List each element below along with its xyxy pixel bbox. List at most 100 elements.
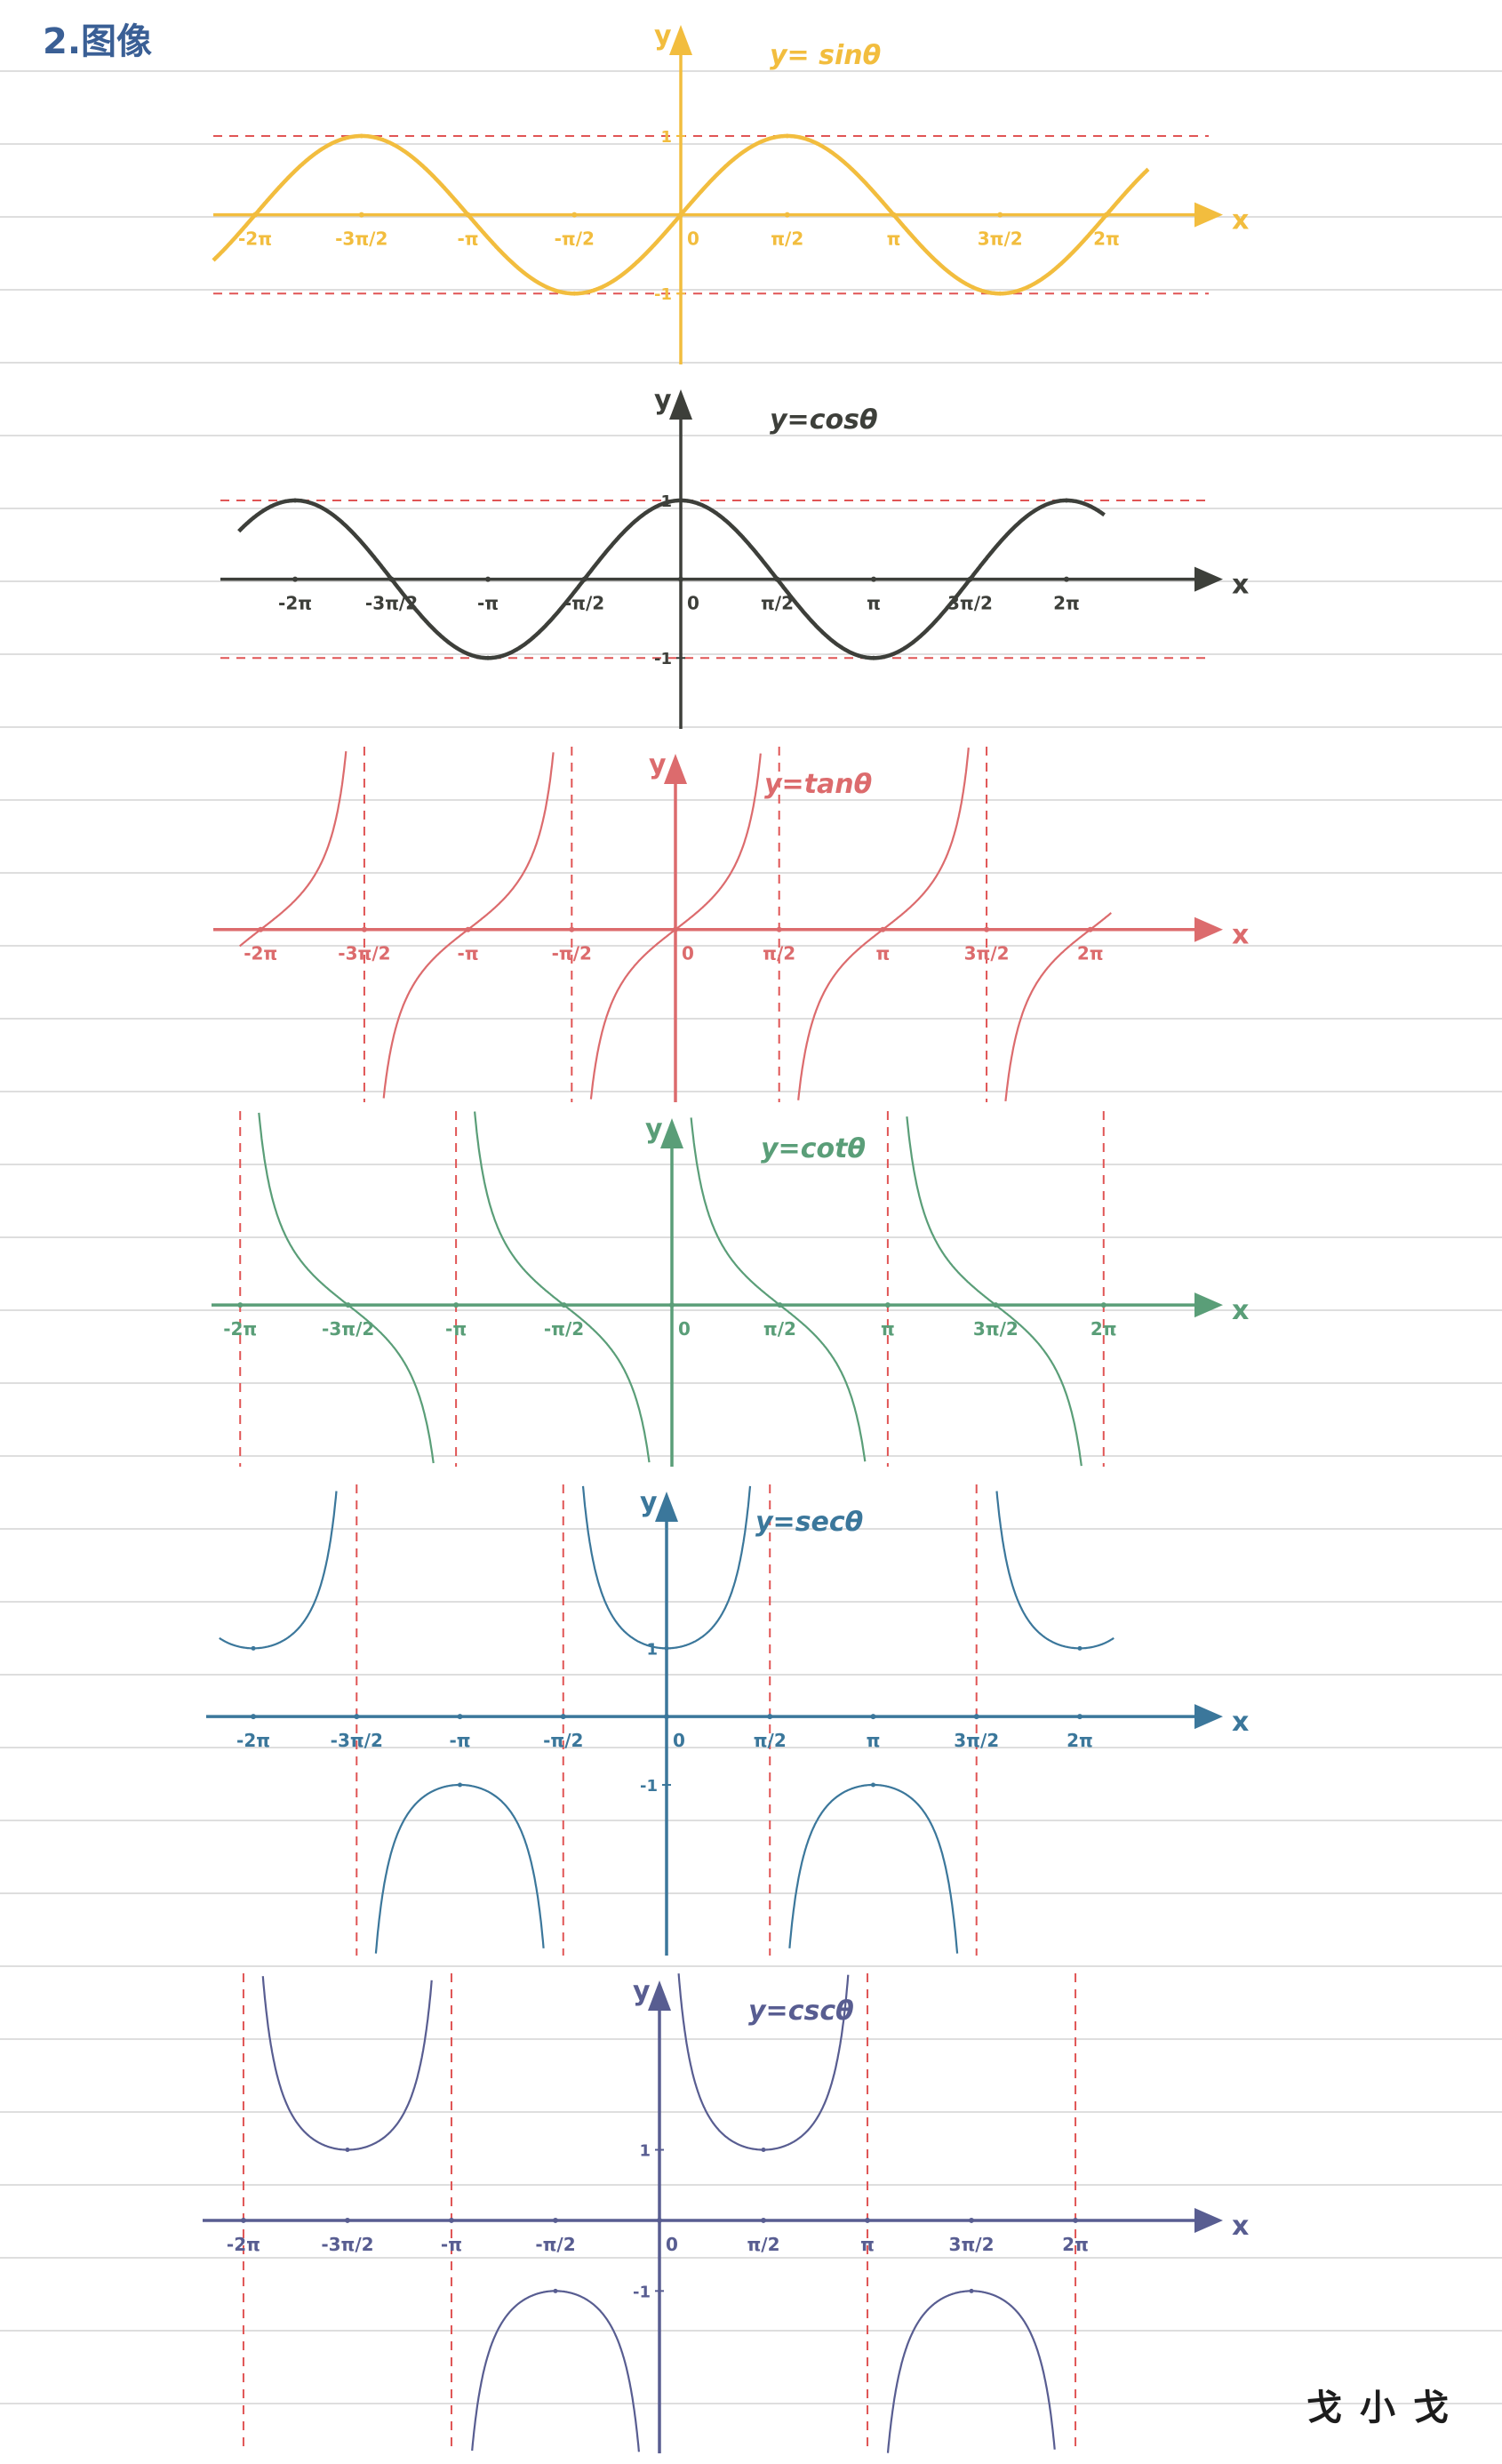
- x-tick-label: -π/2: [535, 2234, 575, 2255]
- tick-mark: [560, 1714, 566, 1720]
- x-tick-label: -2π: [278, 593, 312, 614]
- tick-mark: [678, 576, 683, 582]
- x-tick-label: 3π/2: [949, 2234, 995, 2255]
- tick-mark: [973, 1714, 979, 1720]
- x-tick-label: -π/2: [543, 1730, 583, 1751]
- tick-mark: [453, 1302, 459, 1308]
- x-tick-label: π/2: [754, 1730, 787, 1751]
- tick-mark: [571, 212, 578, 218]
- y-axis-arrow: [648, 1980, 671, 2011]
- x-axis-arrow: [1194, 1292, 1223, 1318]
- y-tick-label: -1: [654, 650, 672, 668]
- data-point: [485, 655, 491, 660]
- curve-branch: [886, 2290, 1056, 2453]
- x-tick-label: π: [867, 1730, 881, 1751]
- x-tick-label: 2π: [1053, 593, 1080, 614]
- data-point: [251, 1645, 256, 1651]
- curve-branch: [1004, 912, 1112, 1102]
- tick-mark: [870, 576, 876, 582]
- tick-mark: [664, 1714, 669, 1720]
- curve-branch: [374, 1783, 545, 1954]
- x-tick-label: 2π: [1091, 1318, 1117, 1340]
- curve-branch: [474, 1111, 651, 1463]
- x-tick-label: -3π/2: [338, 943, 390, 964]
- data-point: [466, 927, 471, 932]
- x-axis-arrow: [1194, 916, 1223, 942]
- data-point: [967, 577, 972, 582]
- data-point: [292, 498, 298, 503]
- x-axis-label: x: [1232, 2211, 1249, 2242]
- curve-branch: [382, 752, 555, 1099]
- x-tick-label: 0: [682, 943, 694, 964]
- x-tick-label: -3π/2: [331, 1730, 383, 1751]
- x-tick-label: π/2: [763, 943, 795, 964]
- y-axis-label: y: [654, 385, 672, 416]
- x-tick-label: -2π: [227, 2234, 260, 2255]
- x-tick-label: -π: [445, 1318, 467, 1340]
- y-axis-label: y: [633, 1976, 651, 2007]
- chart-title: y=tanθ: [764, 769, 872, 800]
- x-tick-label: -π/2: [555, 228, 595, 250]
- x-axis-label: x: [1232, 570, 1249, 601]
- tick-mark: [984, 926, 990, 932]
- data-point: [969, 2288, 974, 2293]
- x-axis-label: x: [1232, 920, 1249, 951]
- curve-branch: [690, 1117, 867, 1462]
- data-point: [252, 212, 258, 218]
- tick-mark: [354, 1714, 360, 1720]
- x-axis-arrow: [1194, 1704, 1223, 1730]
- x-tick-label: -π: [477, 593, 499, 614]
- tick-mark: [657, 2217, 662, 2223]
- y-tick-label: -1: [633, 2283, 651, 2301]
- author-signature: 戈小戈: [1306, 2388, 1466, 2428]
- tick-mark: [884, 1302, 891, 1308]
- x-tick-label: 2π: [1093, 228, 1120, 250]
- chart-title: y=cosθ: [770, 404, 878, 436]
- x-tick-label: -3π/2: [321, 2234, 373, 2255]
- x-tick-label: 3π/2: [978, 228, 1023, 250]
- x-tick-label: 2π: [1077, 943, 1104, 964]
- data-point: [359, 133, 364, 139]
- x-tick-label: 0: [687, 593, 699, 614]
- x-axis-label: x: [1232, 1707, 1249, 1738]
- y-axis-arrow: [655, 1492, 678, 1522]
- curve-branch: [219, 1491, 338, 1650]
- x-tick-label: π: [867, 593, 881, 614]
- x-tick-label: -π/2: [544, 1318, 584, 1340]
- x-axis-arrow: [1194, 566, 1223, 592]
- data-point: [1064, 498, 1069, 503]
- chart-title: y= sinθ: [770, 40, 881, 71]
- x-axis-arrow: [1194, 202, 1223, 228]
- data-point: [993, 1302, 998, 1308]
- x-tick-label: -3π/2: [322, 1318, 374, 1340]
- data-point: [466, 212, 471, 218]
- x-tick-label: -2π: [238, 228, 272, 250]
- data-point: [785, 133, 790, 139]
- data-point: [664, 1645, 669, 1651]
- data-point: [571, 291, 577, 296]
- tick-mark: [997, 212, 1003, 218]
- y-tick-label: -1: [654, 285, 672, 304]
- y-tick-label: 1: [639, 2142, 651, 2161]
- y-axis-label: y: [645, 1114, 663, 1145]
- data-point: [673, 927, 678, 932]
- tick-mark: [669, 1302, 675, 1308]
- x-axis-label: x: [1232, 1295, 1249, 1326]
- y-axis-arrow: [660, 1118, 683, 1148]
- x-tick-label: -π: [449, 1730, 470, 1751]
- x-tick-label: -2π: [236, 1730, 270, 1751]
- x-tick-label: 3π/2: [947, 593, 993, 614]
- x-tick-label: -π/2: [552, 943, 592, 964]
- tick-mark: [292, 576, 299, 582]
- x-tick-label: π: [875, 943, 890, 964]
- x-tick-label: -π: [457, 228, 478, 250]
- y-axis-arrow: [669, 25, 692, 55]
- x-axis-label: x: [1232, 205, 1249, 236]
- data-point: [678, 498, 683, 503]
- data-point: [1077, 1645, 1083, 1651]
- tick-mark: [1100, 1302, 1107, 1308]
- tick-mark: [767, 1714, 773, 1720]
